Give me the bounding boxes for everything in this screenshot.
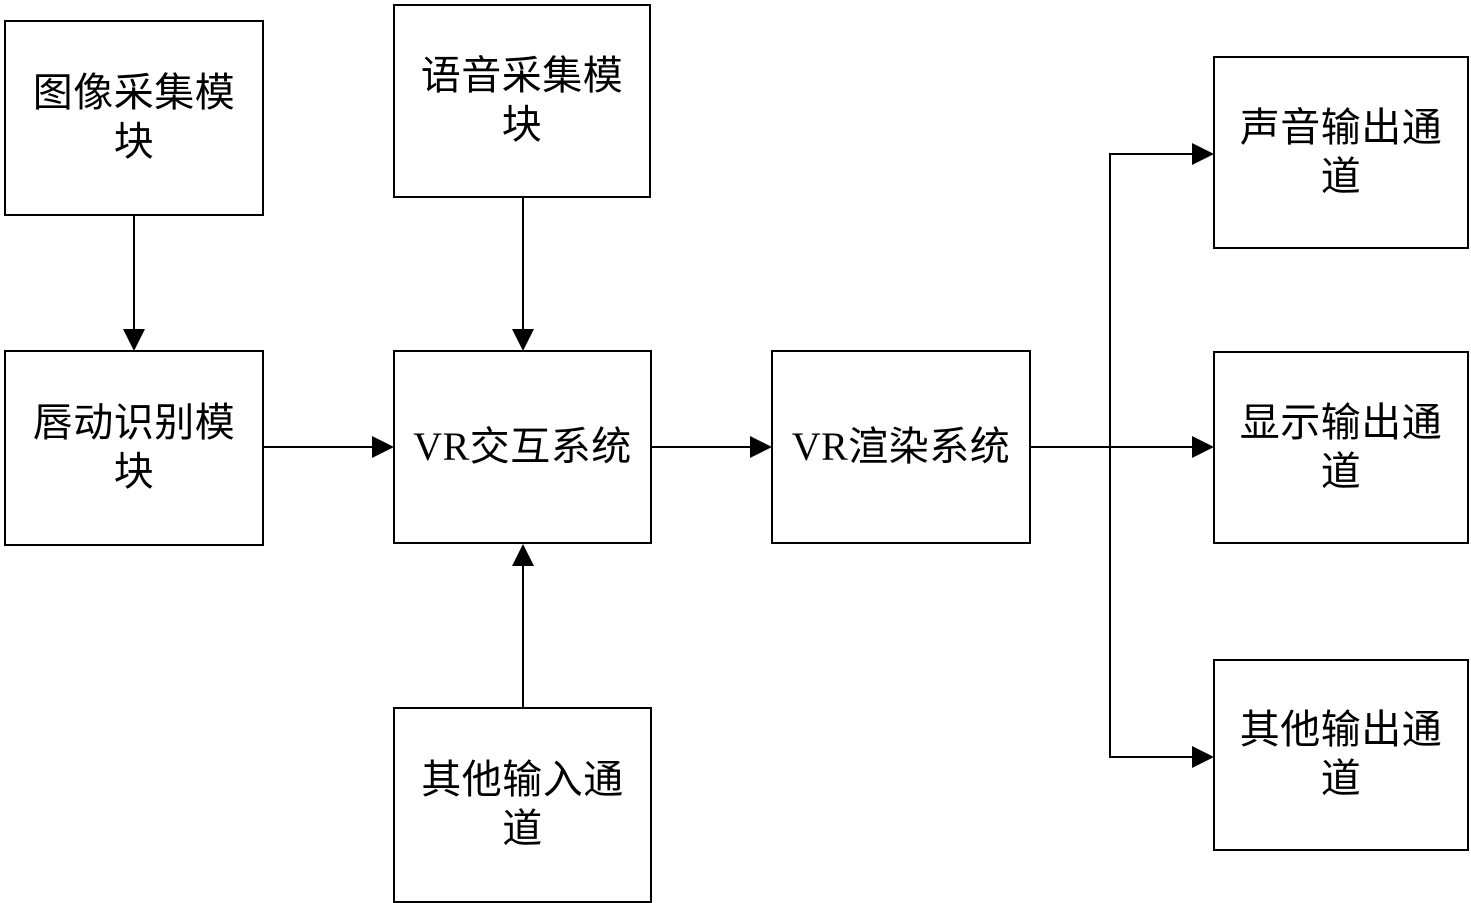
node-label-other-output-channel: 其他输出通道 xyxy=(1239,707,1443,801)
node-label-vr-rendering-system: VR渲染系统 xyxy=(791,423,1011,469)
arrowhead-head-voice-to-vr xyxy=(512,329,534,351)
node-label-lip-recognition-module: 唇动识别模块 xyxy=(32,400,236,494)
node-vr-rendering-system[interactable]: VR渲染系统 xyxy=(771,350,1031,544)
node-label-image-capture-module: 图像采集模块 xyxy=(32,70,236,164)
edge-line-group xyxy=(132,152,1206,759)
node-other-output-channel[interactable]: 其他输出通道 xyxy=(1213,659,1469,851)
arrowhead-head-other-input-to-vr xyxy=(512,544,534,566)
node-label-sound-output-channel: 声音输出通道 xyxy=(1239,104,1443,199)
edge-vr-rendering-to-other-output xyxy=(1108,447,1206,759)
edge-vr-rendering-to-sound-output xyxy=(1031,152,1206,449)
node-lip-recognition-module[interactable]: 唇动识别模块 xyxy=(4,350,264,546)
node-voice-capture-module[interactable]: 语音采集模块 xyxy=(393,4,651,198)
arrowhead-head-image-to-lip xyxy=(123,329,145,351)
node-other-input-channel[interactable]: 其他输入通道 xyxy=(393,707,652,903)
node-label-display-output-channel: 显示输出通道 xyxy=(1239,399,1443,494)
node-label-other-input-channel: 其他输入通道 xyxy=(421,757,624,851)
arrowhead-head-vr-to-render xyxy=(750,436,772,458)
node-vr-interaction-system[interactable]: VR交互系统 xyxy=(393,350,652,544)
arrowhead-head-render-to-sound xyxy=(1192,143,1214,165)
node-label-vr-interaction-system: VR交互系统 xyxy=(413,423,632,469)
node-label-voice-capture-module: 语音采集模块 xyxy=(420,53,624,147)
arrowhead-group xyxy=(123,143,1214,768)
arrowhead-head-lip-to-vr xyxy=(372,436,394,458)
node-image-capture-module[interactable]: 图像采集模块 xyxy=(4,20,264,216)
arrowhead-head-render-to-display xyxy=(1192,436,1214,458)
node-display-output-channel[interactable]: 显示输出通道 xyxy=(1213,351,1469,544)
node-sound-output-channel[interactable]: 声音输出通道 xyxy=(1213,56,1469,249)
arrowhead-head-render-to-other xyxy=(1192,746,1214,768)
